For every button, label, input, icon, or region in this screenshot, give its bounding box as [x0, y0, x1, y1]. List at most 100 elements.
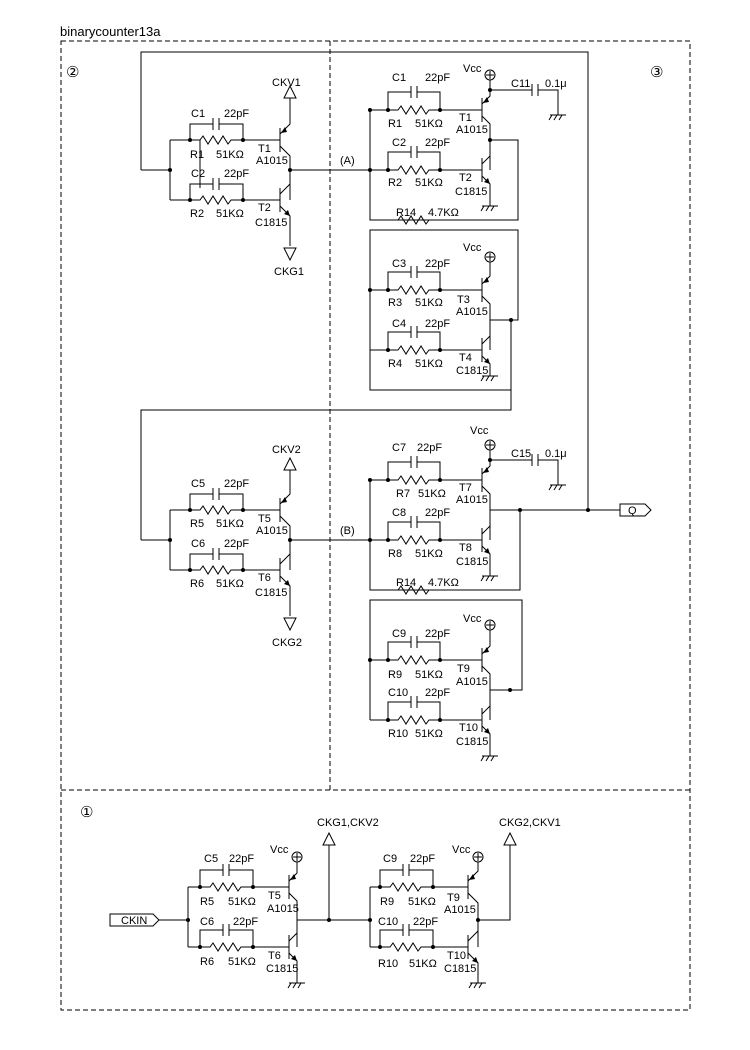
section-1-circuit: CKIN CKG1,CKV2 Vcc — [109, 817, 561, 989]
c2-label: C2 — [191, 168, 205, 180]
capacitor-c4-icon — [370, 326, 441, 351]
r6-value: 51KΩ — [216, 578, 244, 590]
capacitor-c15-icon — [490, 454, 559, 485]
transistor-t10b-icon — [463, 930, 479, 983]
ground-icon — [548, 114, 566, 121]
c15-label: C15 — [511, 448, 531, 460]
c11-label: C11 — [511, 78, 530, 90]
c4-label: C4 — [392, 318, 406, 330]
r14a-value: 4.7KΩ — [428, 207, 459, 219]
c6b-label: C6 — [200, 916, 214, 928]
t5-label: T5 — [258, 513, 271, 525]
ckg1-port-icon — [283, 247, 297, 262]
ground-icon — [548, 484, 566, 491]
r9b-label: R9 — [380, 896, 394, 908]
vcc-label: Vcc — [463, 242, 482, 254]
c1b-value: 22pF — [425, 72, 450, 84]
ckg2-label: CKG2 — [272, 637, 302, 649]
section-1-label: ① — [80, 804, 93, 821]
c10-value: 22pF — [425, 687, 450, 699]
c8-label: C8 — [392, 507, 406, 519]
resistor-r3-icon — [388, 285, 477, 295]
t4-label: T4 — [459, 352, 472, 364]
capacitor-c8-icon — [370, 516, 441, 541]
capacitor-c1-icon — [189, 118, 244, 140]
t3-label: T3 — [457, 294, 470, 306]
r6b-label: R6 — [200, 956, 214, 968]
r7-value: 51KΩ — [418, 488, 446, 500]
c6b-value: 22pF — [233, 916, 258, 928]
resistor-r10b-icon — [380, 942, 463, 952]
ckg1-ckv2-label: CKG1,CKV2 — [317, 817, 379, 829]
c9b-label: C9 — [383, 853, 397, 865]
r14b-value: 4.7KΩ — [428, 577, 459, 589]
r3-value: 51KΩ — [415, 297, 443, 309]
r6b-value: 51KΩ — [228, 956, 256, 968]
c5b-label: C5 — [204, 853, 218, 865]
c15-value: 0.1μ — [545, 448, 567, 460]
diagram-title: binarycounter13a — [60, 24, 161, 39]
transistor-t4-icon — [477, 335, 491, 376]
r9-value: 51KΩ — [415, 669, 443, 681]
c6-value: 22pF — [224, 538, 249, 550]
c5-value: 22pF — [224, 478, 249, 490]
c9b-value: 22pF — [410, 853, 435, 865]
t6b-label: T6 — [268, 950, 281, 962]
vcc-label: Vcc — [452, 844, 471, 856]
transistor-t7-icon — [477, 450, 491, 540]
ckin-input-port-icon — [109, 913, 160, 927]
resistor-r14a-icon — [397, 215, 430, 225]
ground-icon — [468, 982, 486, 989]
c8-value: 22pF — [425, 507, 450, 519]
node-b-label: (B) — [340, 525, 355, 537]
c3-label: C3 — [392, 258, 406, 270]
capacitor-c5b-icon — [188, 864, 254, 888]
ground-icon — [480, 205, 498, 212]
r14a-label: R14 — [396, 207, 416, 219]
q-output-label: Q_ — [628, 505, 644, 517]
c10-label: C10 — [388, 687, 408, 699]
c11-value: 0.1μ — [545, 78, 567, 90]
t7-part: A1015 — [456, 494, 488, 506]
c5-label: C5 — [191, 478, 205, 490]
c6-label: C6 — [191, 538, 205, 550]
capacitor-c9b-icon — [370, 864, 434, 888]
t6-label: T6 — [258, 572, 271, 584]
ground-icon — [480, 375, 498, 382]
t3-part: A1015 — [456, 306, 488, 318]
r2b-label: R2 — [388, 177, 402, 189]
node-a-label: (A) — [340, 155, 355, 167]
t6-part: C1815 — [255, 587, 287, 599]
c10b-label: C10 — [378, 916, 398, 928]
transistor-t9b-icon — [463, 862, 479, 947]
ckv1-label: CKV1 — [272, 77, 301, 89]
c1b-label: C1 — [392, 72, 406, 84]
r5b-label: R5 — [200, 896, 214, 908]
t10b-part: C1815 — [444, 963, 476, 975]
ckg1-label: CKG1 — [274, 266, 304, 278]
transistor-t1-icon — [275, 98, 291, 200]
t9b-label: T9 — [447, 892, 460, 904]
vcc-label: Vcc — [470, 425, 489, 437]
t1-label: T1 — [258, 143, 271, 155]
t5-part: A1015 — [256, 525, 288, 537]
vcc-label: Vcc — [463, 63, 482, 75]
c1-value: 22pF — [224, 108, 249, 120]
section-3-label: ③ — [650, 64, 663, 81]
transistor-t5-icon — [275, 470, 291, 570]
r2-value: 51KΩ — [216, 208, 244, 220]
transistor-t8-icon — [477, 525, 491, 576]
resistor-r2b-icon — [388, 165, 477, 175]
resistor-r1-icon — [190, 135, 275, 145]
r10-label: R10 — [388, 728, 408, 740]
t8-label: T8 — [459, 542, 472, 554]
t6b-part: C1815 — [266, 963, 298, 975]
capacitor-c1b-icon — [370, 86, 441, 111]
ground-icon — [480, 755, 498, 762]
c4-value: 22pF — [425, 318, 450, 330]
ckg1-ckv2-port-icon — [322, 831, 336, 846]
capacitor-c6-icon — [170, 548, 244, 571]
r14a-loop-wire — [369, 110, 519, 221]
ckv2-label: CKV2 — [272, 444, 301, 456]
